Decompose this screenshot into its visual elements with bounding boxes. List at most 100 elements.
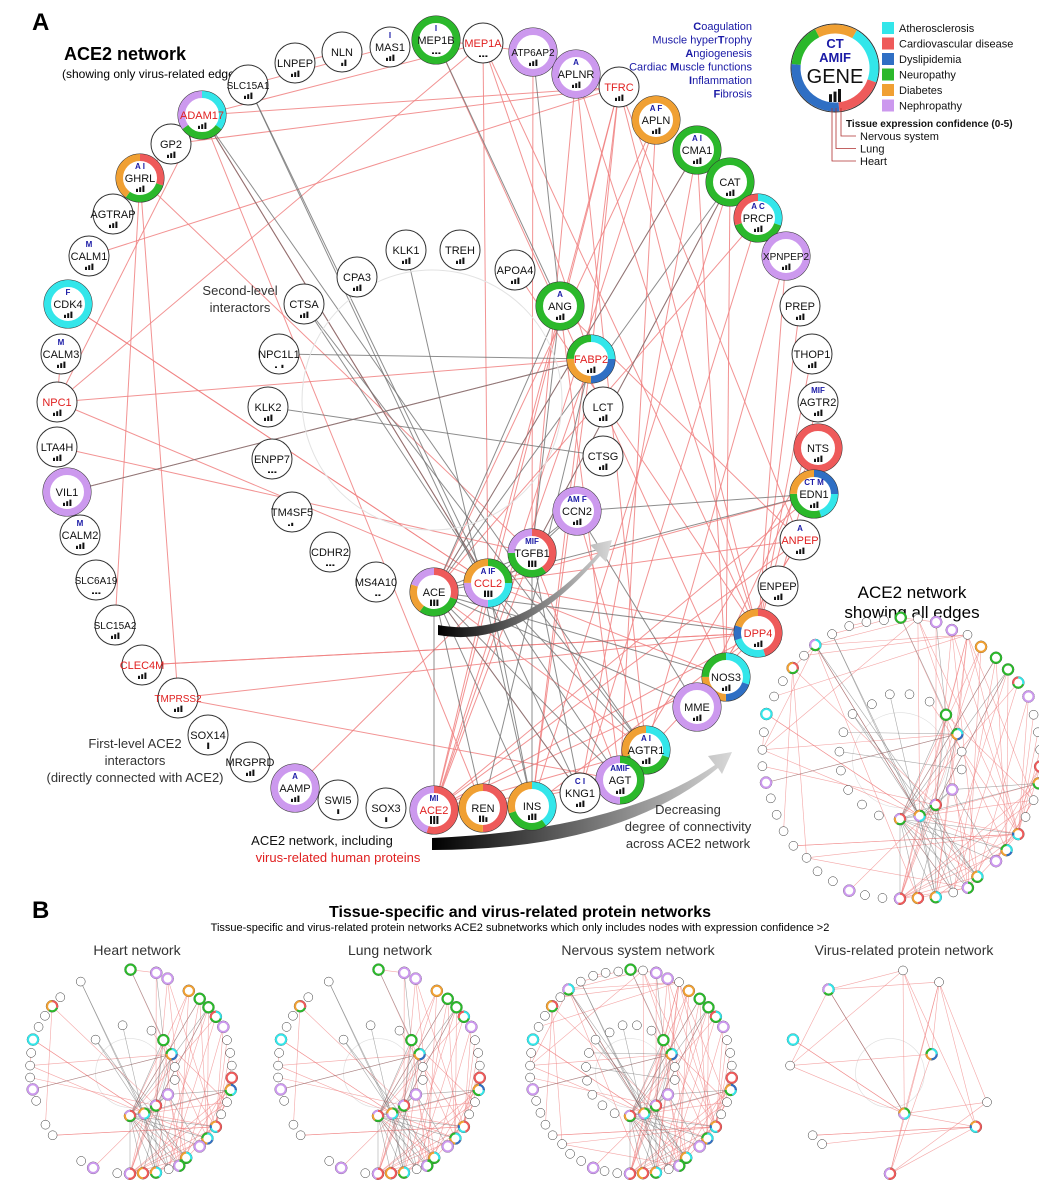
edge xyxy=(630,969,664,1041)
disease-ring-cardiovascular-disease xyxy=(734,194,782,242)
node-mep1b xyxy=(894,611,907,624)
edge xyxy=(267,406,604,457)
node-label: SWI5 xyxy=(325,795,352,807)
node-gp2 xyxy=(303,992,314,1002)
disease-ring-diabetes xyxy=(665,1048,678,1061)
node-mme xyxy=(193,1140,206,1153)
edge xyxy=(56,401,489,584)
connectivity-arrow-upper xyxy=(438,540,612,638)
edge xyxy=(900,617,947,715)
disease-ring-nephropathy xyxy=(552,50,600,98)
node-label: SLC15A2 xyxy=(94,621,137,632)
node-kng1 xyxy=(663,1164,674,1174)
node-function-letters: A xyxy=(797,524,803,533)
node-tgfb1 xyxy=(929,798,943,812)
node-adam17 xyxy=(822,983,835,996)
node-apoa4: APOA4 xyxy=(494,249,536,291)
edge xyxy=(32,1053,172,1090)
disease-ring-neuropathy xyxy=(116,154,164,202)
edge xyxy=(831,633,920,816)
node-function-letters: CT M xyxy=(804,478,824,487)
edge xyxy=(588,1052,672,1055)
node-label: ENPP7 xyxy=(254,454,290,466)
edge xyxy=(560,981,680,998)
disease-ring-nephropathy xyxy=(397,1099,410,1112)
node-agtrap xyxy=(288,1011,298,1021)
edge xyxy=(168,998,200,1170)
node-agtr2 xyxy=(1035,745,1039,755)
node-cat xyxy=(202,1001,215,1014)
disease-ring-dyslipidemia xyxy=(951,728,964,741)
edge xyxy=(629,1115,708,1139)
node-function-letters: MIF xyxy=(811,386,825,395)
node-label: MAS1 xyxy=(375,42,405,54)
disease-ring-diabetes xyxy=(1012,828,1025,841)
edge xyxy=(377,1115,405,1173)
edge xyxy=(455,1007,457,1139)
node-ctsg xyxy=(418,1075,428,1085)
disease-ring-nephropathy xyxy=(596,756,644,804)
panel-b-title: Tissue-specific and virus-related protei… xyxy=(329,904,711,921)
node-ms4a10 xyxy=(609,1108,620,1119)
node-tmprss2 xyxy=(801,853,812,863)
tissue-expression-bars xyxy=(385,817,388,822)
label-first-level-1: First-level ACE2 xyxy=(88,736,181,751)
node-sox3 xyxy=(360,1168,371,1178)
tissue-expression-bars xyxy=(576,800,585,807)
node-ccn2 xyxy=(161,1088,175,1101)
edge xyxy=(919,815,1019,835)
node-cma1 xyxy=(989,651,1003,665)
edge xyxy=(696,149,727,678)
edge xyxy=(655,1054,672,1173)
node-nos3 xyxy=(701,1132,714,1145)
edge xyxy=(207,1007,209,1139)
disease-ring-neuropathy xyxy=(562,983,575,996)
disease-ring-nephropathy xyxy=(149,1099,162,1112)
edge xyxy=(215,1026,224,1127)
edge xyxy=(141,632,759,666)
inset-title-1: ACE2 network xyxy=(858,583,967,602)
node-agt xyxy=(421,1159,434,1172)
disease-ring-diabetes xyxy=(929,891,942,904)
node-aamp xyxy=(586,1161,600,1175)
disease-ring-diabetes xyxy=(701,1132,714,1145)
edge xyxy=(377,998,448,1117)
edge xyxy=(403,1105,428,1166)
node-adam17: ADAM17 xyxy=(177,90,227,140)
edge xyxy=(629,1105,657,1174)
edge xyxy=(433,552,533,811)
edge xyxy=(114,177,141,626)
node-label: LTA4H xyxy=(41,442,74,454)
node-kng1 xyxy=(163,1164,174,1174)
edge xyxy=(629,1115,644,1174)
node-klk2 xyxy=(834,746,845,757)
edge xyxy=(129,1105,157,1174)
node-function-letters: A xyxy=(573,58,579,67)
node-prep xyxy=(1028,709,1039,720)
disease-ring-dyslipidemia xyxy=(701,1132,714,1145)
node-agtr1 xyxy=(679,1151,693,1165)
edge xyxy=(56,42,484,403)
node-label: MME xyxy=(684,702,710,714)
disease-ring-neuropathy xyxy=(925,1048,938,1061)
disease-ring-neuropathy xyxy=(410,568,458,616)
node-thop1 xyxy=(1033,727,1039,738)
node-klk1: KLK1 xyxy=(385,229,427,271)
disease-ring-diabetes xyxy=(724,1083,737,1096)
edge xyxy=(935,734,958,898)
node-mme: MME xyxy=(672,682,722,732)
disease-ring-neuropathy xyxy=(124,963,137,976)
edge xyxy=(889,694,937,898)
edge xyxy=(667,1094,687,1158)
tissue-legend: Tissue expression confidence (0-5)Nervou… xyxy=(831,108,1013,168)
node-agtr2 xyxy=(475,1060,485,1071)
edge xyxy=(773,634,968,697)
edge xyxy=(201,114,489,584)
node-label: CALM2 xyxy=(62,530,99,542)
edge xyxy=(167,978,217,1127)
node-mrgprd xyxy=(324,1156,334,1166)
